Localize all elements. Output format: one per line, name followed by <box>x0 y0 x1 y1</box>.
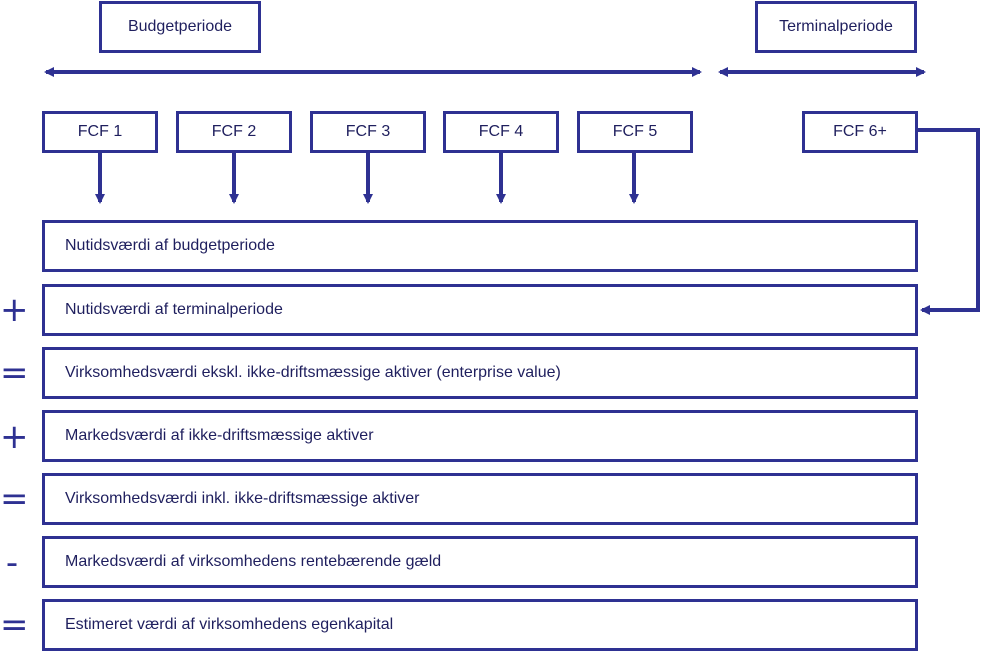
row-equity-value: Estimeret værdi af virksomhedens egenkap… <box>42 599 918 651</box>
fcf-box-2: FCF 2 <box>176 111 292 153</box>
terminal-period-label: Terminalperiode <box>755 1 917 53</box>
operator-plus: + <box>0 417 29 457</box>
operator-equals: = <box>0 479 29 519</box>
fcf-box-4: FCF 4 <box>443 111 559 153</box>
row-interest-bearing-debt: Markedsværdi af virksomhedens rentebæren… <box>42 536 918 588</box>
operator-equals: = <box>0 353 29 393</box>
fcf6-connector-arrow <box>917 128 980 315</box>
fcf-box-6-plus: FCF 6+ <box>802 111 918 153</box>
row-pv-budget-period: Nutidsværdi af budgetperiode <box>42 220 918 272</box>
fcf-box-1: FCF 1 <box>42 111 158 153</box>
operator-equals: = <box>0 605 29 645</box>
operator-plus: + <box>0 290 29 330</box>
row-total-firm-value: Virksomhedsværdi inkl. ikke-driftsmæssig… <box>42 473 918 525</box>
fcf-box-5: FCF 5 <box>577 111 693 153</box>
row-pv-terminal-period: Nutidsværdi af terminalperiode <box>42 284 918 336</box>
row-non-operating-assets: Markedsværdi af ikke-driftsmæssige aktiv… <box>42 410 918 462</box>
operator-minus: - <box>5 543 19 583</box>
budget-period-label: Budgetperiode <box>99 1 261 53</box>
row-enterprise-value: Virksomhedsværdi ekskl. ikke-driftsmæssi… <box>42 347 918 399</box>
fcf-box-3: FCF 3 <box>310 111 426 153</box>
